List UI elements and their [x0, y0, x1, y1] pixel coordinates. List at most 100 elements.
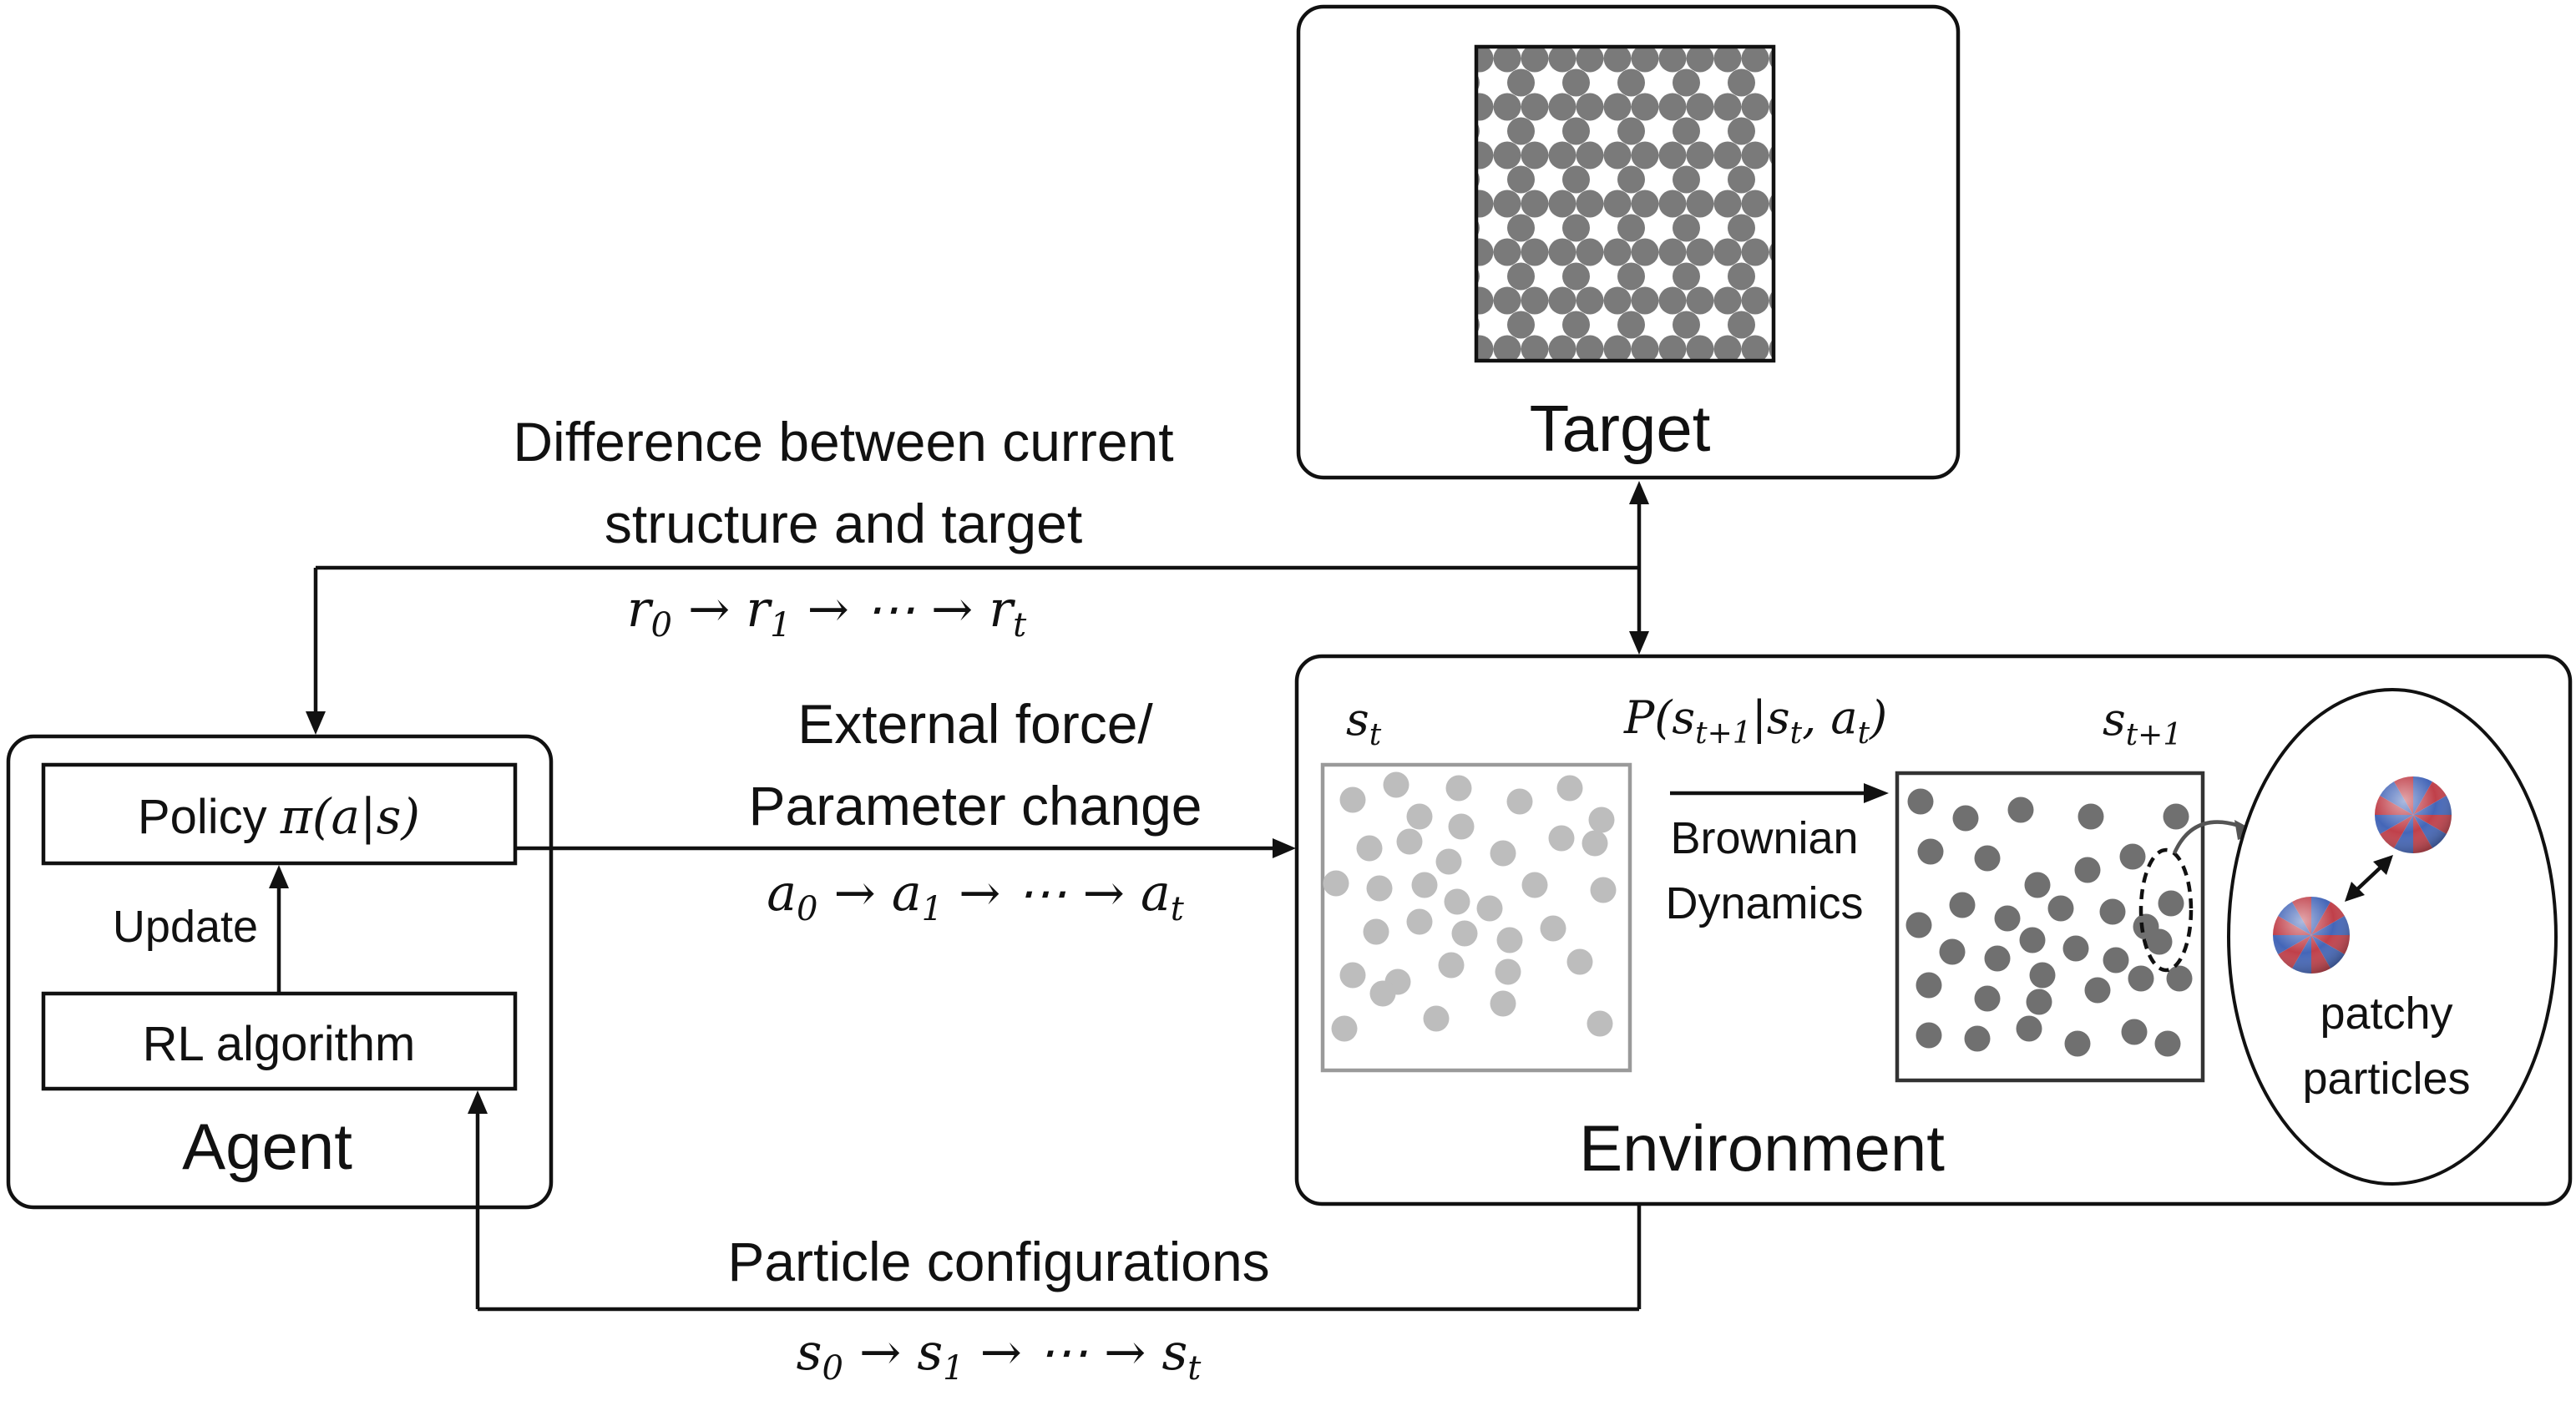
- particle: [1905, 912, 1932, 938]
- lattice-particle: [1713, 335, 1742, 361]
- action-sequence: a0 → a1 → ⋯ → at: [767, 864, 1185, 928]
- lattice-particle: [1493, 335, 1521, 361]
- lattice-particle: [1576, 238, 1604, 266]
- particle: [1495, 958, 1521, 985]
- lattice-particle: [1673, 117, 1700, 145]
- particle: [2007, 797, 2034, 823]
- particle: [2163, 803, 2189, 830]
- particle: [2016, 1015, 2042, 1042]
- lattice-particle: [1476, 286, 1494, 315]
- particle: [1490, 840, 1516, 867]
- particle: [1916, 972, 1942, 999]
- particle: [1423, 1005, 1450, 1032]
- lattice-particle: [1507, 117, 1535, 145]
- particle: [1366, 875, 1393, 902]
- particle: [1448, 813, 1475, 840]
- patchy-particle-icon: [2375, 776, 2452, 853]
- lattice-particle: [1603, 47, 1632, 73]
- lattice-particle: [1686, 238, 1714, 266]
- lattice-particle: [1741, 141, 1769, 169]
- reward-connector: [306, 565, 1639, 735]
- observation-connector: [468, 1090, 1642, 1312]
- reward-text-line1: Difference between current: [513, 411, 1173, 473]
- environment-label: Environment: [1579, 1111, 1945, 1185]
- lattice-particle: [1603, 286, 1632, 315]
- lattice-particle: [1713, 93, 1742, 121]
- lattice-particle: [1562, 262, 1590, 291]
- lattice-particle: [1493, 286, 1521, 315]
- lattice-particle: [1713, 190, 1742, 218]
- rl-algorithm-label: RL algorithm: [143, 1017, 416, 1071]
- particle: [1411, 872, 1438, 898]
- lattice-particle: [1521, 335, 1549, 361]
- lattice-particle: [1576, 286, 1604, 315]
- lattice-particle: [1603, 335, 1632, 361]
- lattice-particle: [1658, 190, 1687, 218]
- lattice-particle: [1741, 335, 1769, 361]
- particle: [2078, 803, 2104, 830]
- lattice-particle: [1686, 47, 1714, 73]
- lattice-particle: [1713, 238, 1742, 266]
- lattice-particle: [1741, 286, 1769, 315]
- lattice-particle: [1658, 47, 1687, 73]
- particle: [1540, 915, 1566, 942]
- particle: [1907, 788, 1934, 815]
- particle: [1369, 980, 1396, 1007]
- particle: [2026, 989, 2052, 1015]
- lattice-particle: [1617, 68, 1645, 97]
- lattice-particle: [1603, 141, 1632, 169]
- lattice-particle: [1548, 335, 1576, 361]
- particle: [1406, 803, 1433, 830]
- patchy-label: patchy: [2320, 989, 2452, 1039]
- lattice-particle: [1728, 311, 1755, 339]
- particle: [1974, 845, 2001, 872]
- action-text-line2: Parameter change: [749, 775, 1202, 837]
- lattice-particle: [1603, 190, 1632, 218]
- lattice-particle: [1658, 238, 1687, 266]
- lattice-particle: [1741, 93, 1769, 121]
- lattice-particle: [1617, 311, 1645, 339]
- action-connector: [515, 838, 1296, 858]
- lattice-particle: [1521, 238, 1549, 266]
- environment-box: st P(st+1|st, at) st+1 Brownian Dynamics: [1294, 654, 2573, 1206]
- particle: [2146, 928, 2173, 955]
- observation-text: Particle configurations: [727, 1231, 1269, 1292]
- lattice-particle: [1562, 311, 1590, 339]
- particle: [1587, 1010, 1613, 1037]
- lattice-particle: [1686, 335, 1714, 361]
- particle: [1331, 1015, 1358, 1042]
- particle: [2064, 1030, 2091, 1057]
- target-label: Target: [1530, 392, 1711, 465]
- particle: [2084, 977, 2111, 1004]
- lattice-particle: [1658, 141, 1687, 169]
- transition-label: P(st+1|st, at): [1623, 691, 1887, 751]
- lattice-particle: [1576, 141, 1604, 169]
- lattice-particle: [1658, 93, 1687, 121]
- lattice-particle: [1476, 190, 1494, 218]
- reward-sequence: r0 → r1 → ⋯ → rt: [627, 580, 1027, 645]
- lattice-particle: [1548, 141, 1576, 169]
- particle: [2099, 898, 2126, 925]
- state-panel: [1320, 762, 1632, 1073]
- lattice-particle: [1631, 238, 1659, 266]
- lattice-particle: [1493, 47, 1521, 73]
- lattice-particle: [1686, 286, 1714, 315]
- lattice-particle: [1603, 93, 1632, 121]
- agent-label: Agent: [182, 1110, 352, 1183]
- lattice-particle: [1576, 335, 1604, 361]
- patchy-particle-icon: [2273, 897, 2350, 974]
- selection-ellipse: [2138, 847, 2194, 973]
- particle: [1383, 771, 1409, 798]
- lattice-particle: [1476, 47, 1494, 73]
- lattice-particle: [1728, 214, 1755, 242]
- lattice-particle: [1521, 190, 1549, 218]
- particle: [1521, 872, 1548, 898]
- update-label: Update: [113, 902, 258, 952]
- particle: [1490, 990, 1516, 1017]
- state-label: st: [1346, 693, 1382, 752]
- particle: [2119, 843, 2146, 870]
- particle: [1451, 920, 1478, 947]
- particle: [1952, 805, 1979, 832]
- lattice-particle: [1617, 262, 1645, 291]
